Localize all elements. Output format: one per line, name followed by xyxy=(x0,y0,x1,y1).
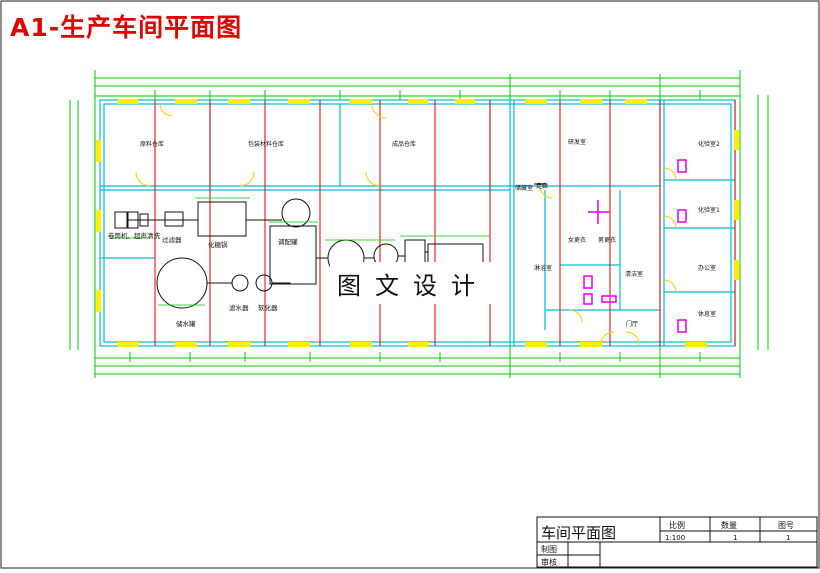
outer-walls xyxy=(99,99,736,347)
room-label: 女更衣 xyxy=(568,236,586,244)
room-label: 原料仓库 xyxy=(140,140,164,148)
equipment-label: 调配罐 xyxy=(278,237,298,246)
room-label: 走廊 xyxy=(536,182,548,190)
windows xyxy=(96,99,739,347)
room-label: 储藏室 xyxy=(515,184,533,192)
title-block-no-value: 1 xyxy=(786,534,790,542)
equipment-label: 过滤器 xyxy=(162,235,182,244)
watermark: 图文设计 xyxy=(330,262,496,304)
title-block xyxy=(536,516,818,568)
title-block-scale-value: 1:100 xyxy=(665,534,685,542)
equipment-label: 卷筒机、超声清洗 xyxy=(108,231,161,240)
sanitary-fixtures xyxy=(583,159,687,333)
title-block-qty-label: 数量 xyxy=(721,520,737,530)
equipment-labels: 卷筒机、超声清洗 过滤器 化糖锅 调配罐 储水罐 滤水器 软化器 xyxy=(108,231,298,328)
room-label: 清洁室 xyxy=(625,270,643,278)
title-block-no-label: 图号 xyxy=(778,521,794,530)
room-labels: 原料仓库 包装材料仓库 成品仓库 研发室 化验室2 化验室1 办公室 休息室 储… xyxy=(140,138,720,328)
room-label: 研发室 xyxy=(568,138,586,146)
equipment-label: 化糖锅 xyxy=(208,240,228,249)
room-label: 淋浴室 xyxy=(534,264,552,272)
title-block-checked-label: 审核 xyxy=(541,557,557,567)
equipment-label: 软化器 xyxy=(258,303,278,312)
dimension-lines xyxy=(69,70,769,378)
title-block-drawn-label: 制图 xyxy=(541,544,557,554)
title-block-scale-label: 比例 xyxy=(669,520,685,530)
room-label: 男更衣 xyxy=(598,236,616,244)
drawing-title: A1-生产车间平面图 xyxy=(10,13,243,42)
equipment-label: 滤水器 xyxy=(229,303,249,312)
title-block-qty-value: 1 xyxy=(733,534,737,542)
room-label: 休息室 xyxy=(698,310,716,318)
room-label: 办公室 xyxy=(698,264,716,272)
equipment-label: 储水罐 xyxy=(176,319,196,328)
equipment-piping xyxy=(114,183,546,309)
doors xyxy=(135,103,677,347)
room-label: 包装材料仓库 xyxy=(248,140,284,148)
room-label: 门厅 xyxy=(626,320,638,328)
room-label: 化验室2 xyxy=(698,140,720,148)
title-block-name: 车间平面图 xyxy=(541,524,616,542)
equipment-dimensions xyxy=(110,197,490,306)
room-label: 成品仓库 xyxy=(392,140,416,148)
room-label: 化验室1 xyxy=(698,206,720,214)
